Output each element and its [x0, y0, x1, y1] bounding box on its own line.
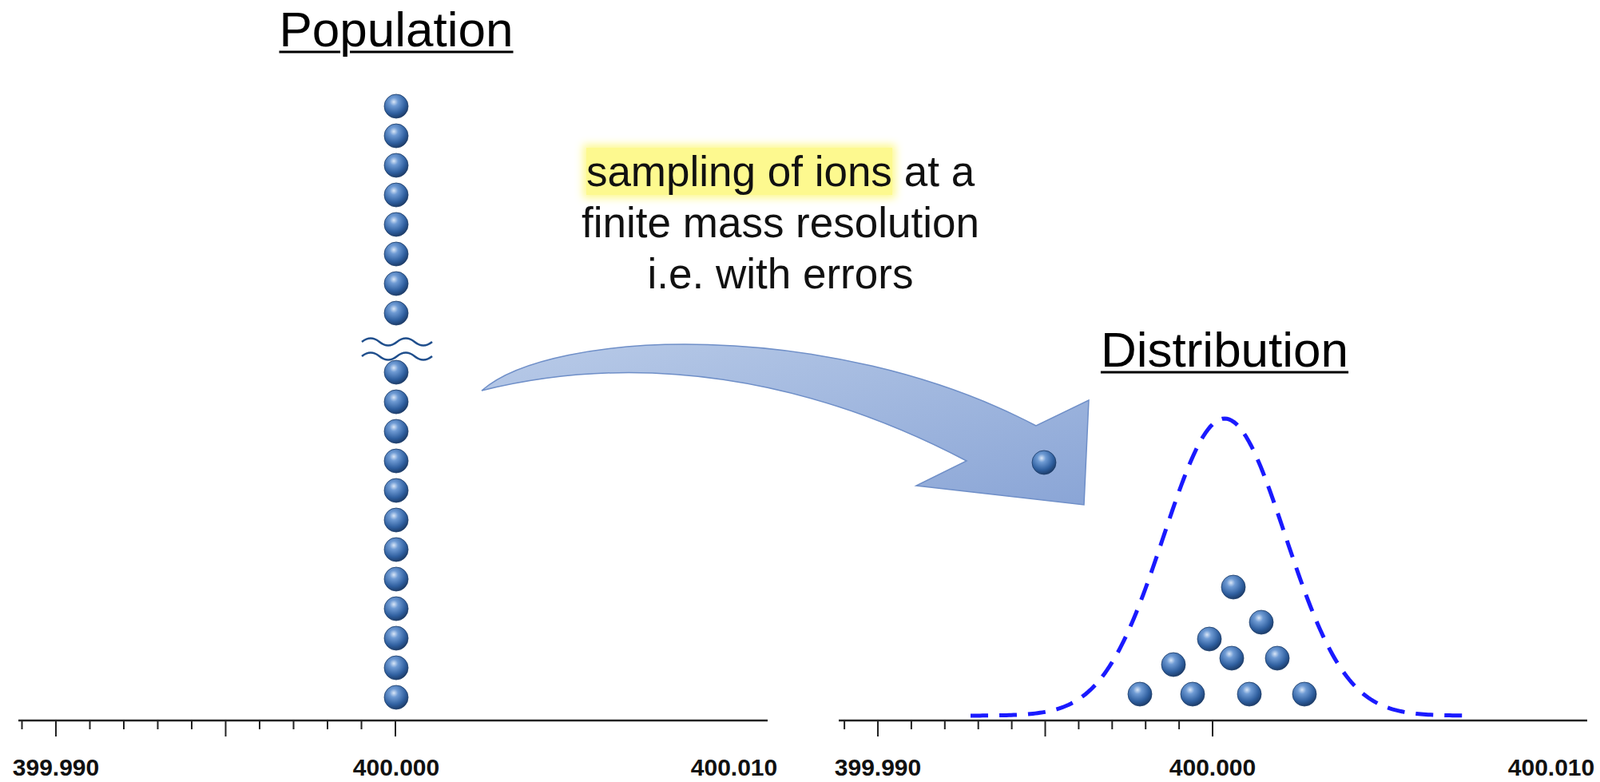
- tick-mark: [258, 720, 261, 730]
- highlighted-text: sampling of ions: [586, 147, 893, 195]
- tick-mark: [944, 720, 946, 730]
- ion: [384, 567, 409, 592]
- population-heading: Population: [278, 0, 513, 58]
- tick-mark: [1111, 720, 1113, 730]
- ion: [384, 242, 409, 267]
- ion: [384, 360, 409, 385]
- ion: [384, 153, 409, 178]
- tick-mark: [1011, 720, 1013, 730]
- tick-mark: [361, 720, 363, 730]
- tick-mark: [1044, 720, 1047, 737]
- curved-arrow: [481, 344, 1089, 505]
- tick-mark: [394, 720, 397, 737]
- tick-mark: [157, 720, 159, 730]
- tick-label: 399.990: [834, 754, 922, 782]
- axis-line: [18, 719, 768, 723]
- ion: [384, 182, 409, 207]
- ion: [384, 448, 409, 473]
- tick-mark: [843, 720, 846, 730]
- tick-mark: [1178, 720, 1180, 730]
- tick-mark: [877, 720, 879, 737]
- tick-mark: [89, 720, 92, 730]
- tick-label: 399.990: [12, 754, 100, 782]
- ion: [1032, 450, 1057, 475]
- ion: [1249, 610, 1274, 635]
- tick-label: 400.010: [1508, 754, 1595, 782]
- caption-block: sampling of ionsat a finite mass resolut…: [564, 146, 997, 300]
- ions: [384, 94, 1317, 710]
- ion: [384, 685, 409, 710]
- tick-mark: [1211, 720, 1214, 737]
- tick-mark: [293, 720, 295, 730]
- distribution-curve: [970, 418, 1469, 716]
- tick-mark: [55, 720, 57, 737]
- axis-break: [361, 338, 433, 361]
- ion: [1237, 682, 1262, 707]
- axis-ticks: [22, 720, 1214, 737]
- ion: [1127, 682, 1152, 707]
- ion: [384, 301, 409, 326]
- ion: [1292, 682, 1317, 707]
- ion: [384, 271, 409, 296]
- tick-mark: [1077, 720, 1080, 730]
- ion: [384, 596, 409, 621]
- ion: [1219, 646, 1244, 671]
- tick-mark: [21, 720, 24, 730]
- tick-mark: [225, 720, 227, 737]
- tick-label: 400.000: [1169, 754, 1256, 782]
- ion: [384, 478, 409, 503]
- tick-mark: [123, 720, 125, 730]
- tick-label: 400.010: [690, 754, 778, 782]
- tick-mark: [326, 720, 329, 730]
- ion: [384, 537, 409, 562]
- tick-mark: [910, 720, 913, 730]
- ion: [1180, 682, 1205, 707]
- tick-mark: [977, 720, 980, 730]
- ion: [384, 123, 409, 148]
- ion: [384, 508, 409, 533]
- ion: [384, 626, 409, 651]
- tick-label: 400.000: [353, 754, 440, 782]
- distribution-heading: Distribution: [1100, 321, 1349, 378]
- tick-mark: [190, 720, 193, 730]
- ion: [384, 212, 409, 237]
- ion: [1197, 627, 1222, 652]
- ion: [384, 655, 409, 680]
- ion: [384, 389, 409, 414]
- ion: [1161, 652, 1186, 677]
- ion: [384, 94, 409, 119]
- ion: [1221, 575, 1246, 600]
- ion: [384, 419, 409, 444]
- tick-mark: [1144, 720, 1147, 730]
- ion: [1265, 646, 1290, 671]
